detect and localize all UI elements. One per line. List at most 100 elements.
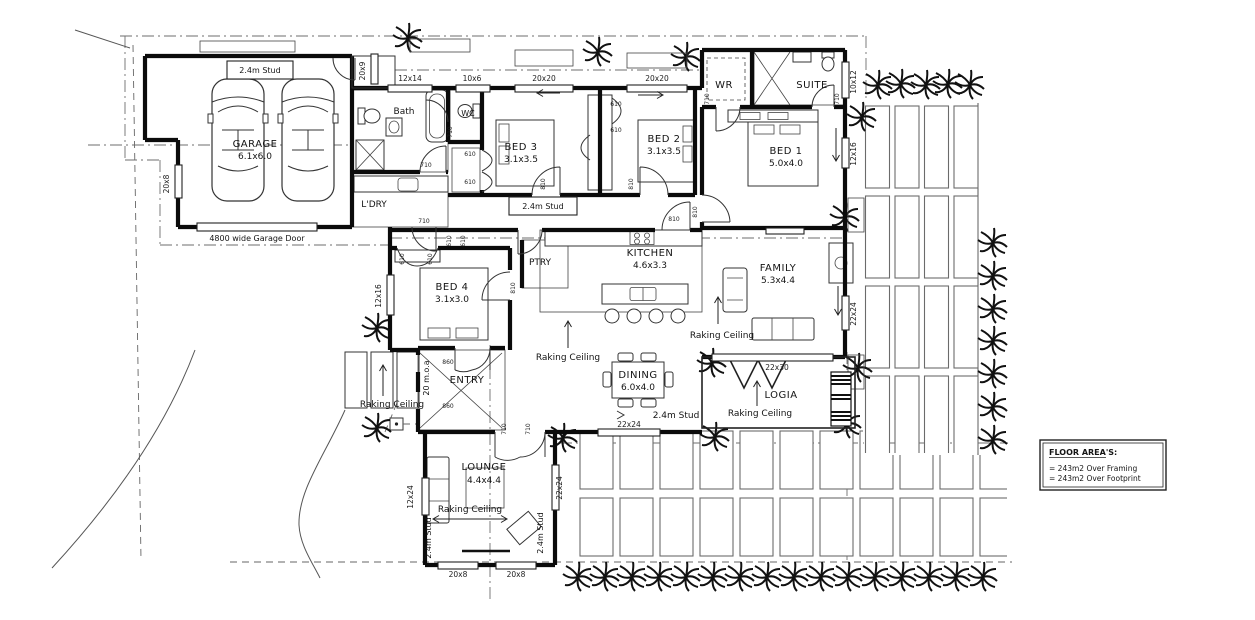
label-entry: ENTRY [450,375,485,386]
stud-label-garage: 2.4m Stud [239,66,280,75]
kitchen-bench [544,229,703,247]
dining-table [611,361,665,399]
stud-box-hall [508,196,578,216]
paving-patio-south [577,428,863,558]
stud-box-garage [226,60,294,80]
label-family-size: 5.3x4.4 [761,276,795,286]
win-20x8-lounge-1: 20x8 [449,570,468,579]
svg-text:610: 610 [464,179,476,186]
label-bed4-size: 3.1x3.0 [435,295,469,305]
labels: 2.4m Stud 2.4m Stud 2.4m Stud 2.4m Stud … [162,60,858,579]
label-garage-size: 6.1x6.0 [238,152,272,162]
legend-title: FLOOR AREA'S: [1049,448,1117,457]
car-2 [277,78,339,202]
svg-text:710: 710 [834,93,841,105]
laundry-tub [397,177,419,192]
label-bed1-name: BED 1 [770,146,803,157]
svg-text:810: 810 [540,178,547,190]
bath-vanity [385,117,403,137]
svg-text:710: 710 [418,218,430,225]
win-20x8-lounge-2: 20x8 [507,570,526,579]
raking-kitchen: Raking Ceiling [536,353,600,363]
paving-patio-southeast [863,455,1007,558]
label-suite: SUITE [796,80,828,91]
label-dining-size: 6.0x4.0 [621,383,655,393]
win-20x20-bed2: 20x20 [645,74,669,83]
label-family-name: FAMILY [760,263,797,274]
stud-label-dining: 2.4m Stud [653,411,700,421]
win-12x24-lounge: 12x24 [406,485,415,509]
label-bed4-name: BED 4 [436,282,469,293]
garage-door-panel [196,222,318,232]
svg-text:610: 610 [610,101,622,108]
label-ptry: PTRY [529,258,552,268]
bed3-bed [495,119,555,187]
label-bath: Bath [394,107,415,117]
label-wr: WR [715,80,733,91]
label-lounge-name: LOUNGE [462,462,507,473]
win-20x9: 20x9 [358,61,367,80]
win-22x24-lounge: 22x24 [555,476,564,500]
svg-text:610: 610 [446,235,453,247]
bed1-robe [727,109,819,123]
lounge-chair [506,510,542,546]
logia-bbq [830,371,852,427]
garage-door-label: 4800 wide Garage Door [209,234,305,243]
stool [626,308,642,324]
door-size-labels: 710 710 710 710 710 710 710 810 810 810 … [399,93,841,435]
svg-text:810: 810 [668,216,680,223]
svg-text:610: 610 [399,253,406,265]
svg-text:710: 710 [501,423,508,435]
svg-text:810: 810 [692,206,699,218]
win-22x24-dining: 22x24 [617,420,641,429]
furniture [207,51,854,553]
svg-text:710: 710 [525,423,532,435]
moa-label: 20 m.o.a [422,360,431,395]
svg-text:860: 860 [442,359,454,366]
svg-text:810: 810 [510,282,517,294]
wr-shelving [706,57,746,101]
planting [199,22,1008,592]
bed1-bed [747,121,819,187]
win-12x14: 12x14 [398,74,422,83]
label-ldry: L'DRY [361,200,387,210]
bed3-robe [451,147,481,193]
bed2-bed [637,119,695,183]
label-bed3-name: BED 3 [505,142,538,153]
label-bed2-size: 3.1x3.5 [647,147,681,157]
floor-areas-legend: FLOOR AREA'S: = 243m2 Over Framing = 243… [1039,439,1167,491]
label-kitchen-size: 4.6x3.3 [633,261,667,271]
win-20x8-garage: 20x8 [162,174,171,193]
entry-cross [419,352,503,429]
dining-chevron [616,410,626,420]
planter-boxes [199,38,865,390]
win-12x16-bed1: 12x16 [849,142,858,166]
label-logia: LOGIA [764,390,797,401]
win-10x6: 10x6 [463,74,482,83]
svg-text:710: 710 [447,126,454,138]
boundary-curves [51,29,346,579]
stool [604,308,620,324]
svg-text:610: 610 [427,253,434,265]
stool [670,308,686,324]
ceiling-arrows [379,89,842,523]
label-garage-name: GARAGE [233,139,278,150]
paving-grid-east [863,103,980,453]
win-20x20-bed3: 20x20 [532,74,556,83]
bed4-robe [394,249,441,263]
label-bed1-size: 5.0x4.0 [769,159,803,169]
family-fireplace [828,242,854,284]
kitchen-island [601,283,689,305]
stud-label-lounge-right: 2.4m Stud [536,512,545,553]
label-bed2-name: BED 2 [648,134,681,145]
label-dining-name: DINING [618,370,657,381]
svg-text:860: 860 [442,403,454,410]
svg-text:610: 610 [464,151,476,158]
svg-text:610: 610 [610,127,622,134]
svg-text:610: 610 [460,235,467,247]
porch-slabs [344,351,420,409]
stud-label-hall: 2.4m Stud [522,202,563,211]
ensuite-basin [792,51,812,63]
